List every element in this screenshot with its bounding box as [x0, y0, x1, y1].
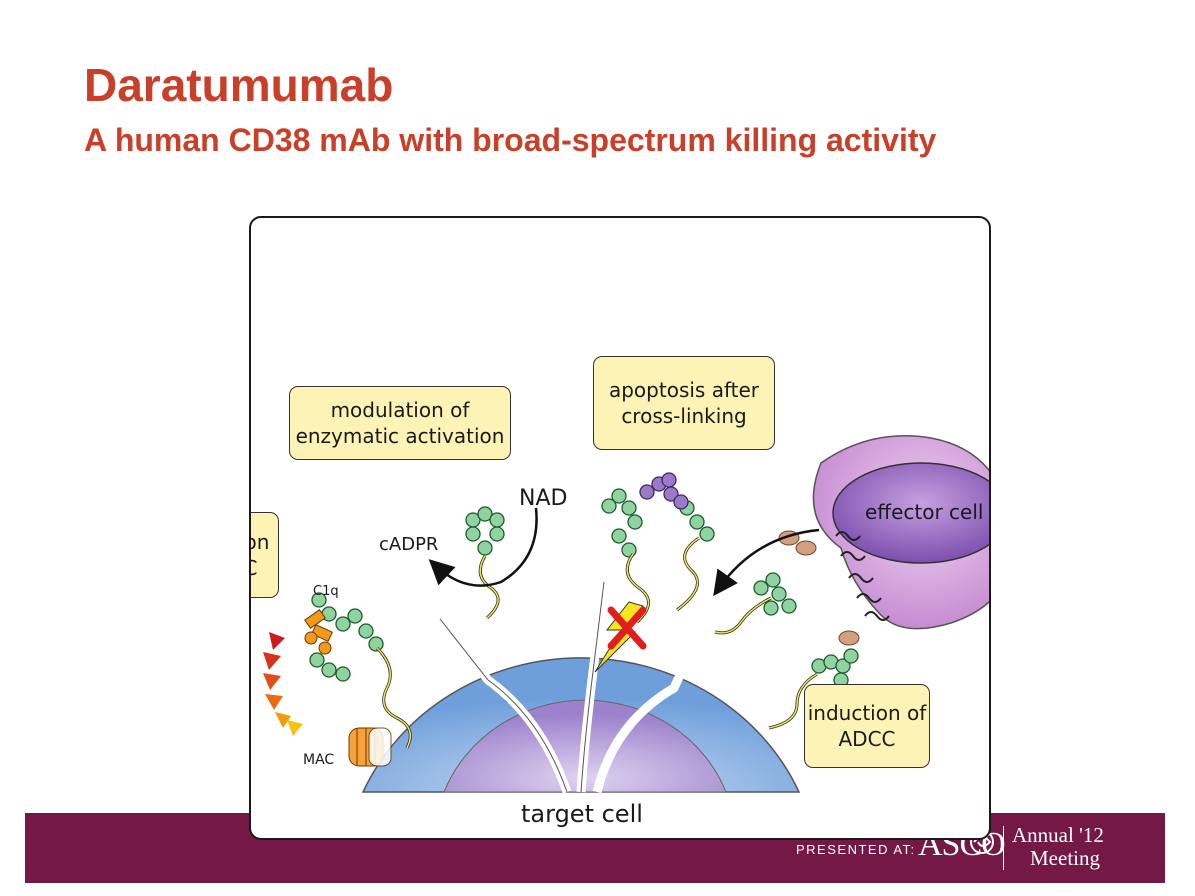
- mac-pore: [348, 727, 392, 767]
- antibody-enzymatic: [465, 506, 505, 620]
- mechanism-diagram-art: [263, 435, 989, 794]
- cdc-callout: induction of CDC: [251, 512, 279, 598]
- annual-meeting-label: Meeting: [1030, 846, 1100, 870]
- c1q-label: C1q: [313, 584, 339, 599]
- mac-label: MAC: [303, 752, 335, 768]
- target-cell-body: [361, 581, 801, 794]
- effector-cell-label: effector cell: [865, 500, 984, 524]
- modulation-callout: modulation of enzymatic activation: [289, 386, 511, 460]
- slide-title: Daratumumab: [84, 59, 394, 111]
- target-cell-label: target cell: [521, 800, 643, 828]
- complement-cascade: [263, 632, 303, 736]
- cadpr-label: cADPR: [379, 534, 439, 555]
- presented-at-text: PRESENTED AT:: [796, 842, 916, 857]
- mechanism-diagram: modulation of enzymatic activation apopt…: [249, 216, 991, 840]
- antibody-cdc: [309, 592, 412, 749]
- c1q-complex: [304, 609, 333, 655]
- apoptosis-signal: [594, 601, 647, 673]
- apoptosis-callout: apoptosis after cross-linking: [593, 356, 775, 450]
- antibody-crosslinking: [601, 472, 715, 624]
- nad-conversion-arrow: [428, 507, 538, 587]
- slide-subtitle: A human CD38 mAb with broad-spectrum kil…: [84, 122, 937, 158]
- annual-meeting-year: Annual '12: [1012, 823, 1104, 847]
- adcc-callout: induction of ADCC: [804, 684, 930, 768]
- effector-cell-body: [778, 435, 989, 646]
- antibody-adcc: [714, 572, 859, 730]
- effector-engagement-arrow: [713, 528, 820, 597]
- nad-label: NAD: [519, 486, 568, 511]
- footer-divider: [1003, 826, 1004, 870]
